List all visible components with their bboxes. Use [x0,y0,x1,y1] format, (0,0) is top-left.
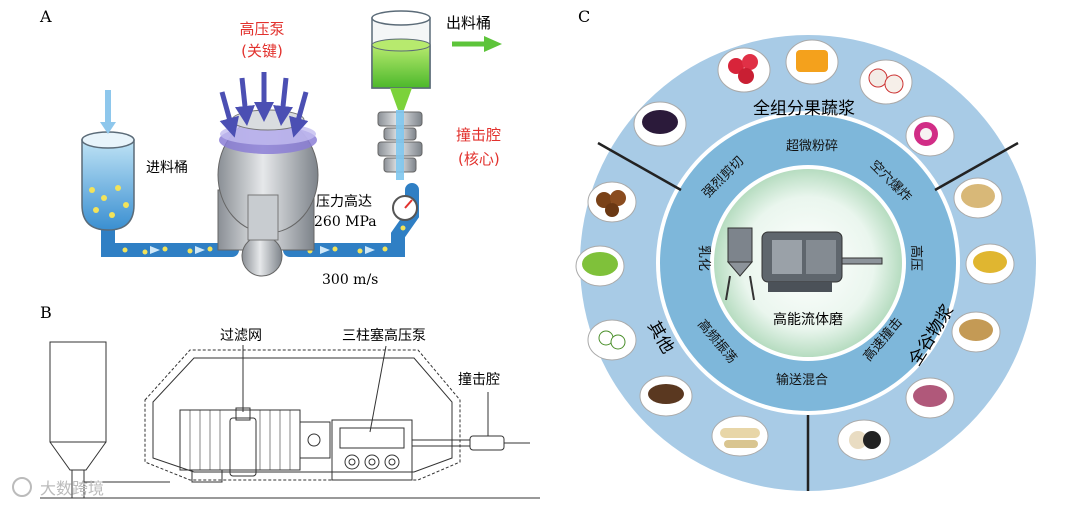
impact-chamber [377,110,423,180]
outlet-label: 出料桶 [446,14,491,32]
watermark: 大数跨境 [12,477,104,498]
filter-label: 过滤网 [220,328,262,344]
watermark-text: 大数跨境 [40,479,104,498]
leader-lines [242,345,489,436]
pressure-gauge-icon [392,195,418,221]
plunger-pump-label: 三柱塞高压泵 [342,327,426,344]
inlet-tank [81,90,135,231]
mechanism-item: 高压 [908,245,924,271]
soybean-bowl-icon [953,177,1003,219]
machine-line-drawing [40,341,540,499]
panel-b: B [40,303,540,499]
pump-title: 高压泵 [239,20,284,38]
pressure-label-2: 260 MPa [314,214,377,230]
dragonfruit-icon [905,115,955,157]
vegetable-plate-icon [575,245,625,287]
pressure-label-1: 压力高达 [316,193,372,210]
chamber-label: 撞击腔 [456,126,501,144]
outlet-arrowhead [484,36,502,52]
sector-top-label: 全组分果蔬浆 [753,99,855,119]
panel-c: C 高能流体磨 超微粉碎 空穴爆炸 高压 [575,7,1036,491]
outlet-tank [371,10,431,110]
speed-label: 300 m/s [322,272,378,288]
sector-dividers [597,141,1019,491]
millet-bowl-icon [965,243,1015,285]
inlet-label: 进料桶 [146,160,188,176]
panel-a: A 进料桶 [39,7,502,288]
core-label: 高能流体磨 [773,311,843,328]
jasmine-plate-icon [587,319,637,361]
sesame-bowl-icon [837,419,891,461]
redbean-bowl-icon [905,377,955,419]
watermark-logo-icon [12,477,32,497]
mechanism-item: 超微粉碎 [786,139,838,154]
chamber-label-b: 撞击腔 [458,372,500,388]
grain-bowl-icon [951,311,1001,353]
yam-plate-icon [711,415,769,457]
mechanism-item: 乳化 [696,245,711,271]
pump-subtitle: (关键) [241,42,283,60]
high-pressure-pump [217,109,319,277]
chamber-subtitle: (核心) [458,150,500,168]
lychee-bowl-icon [717,47,771,93]
panel-c-label: C [578,7,590,26]
food-images [575,39,1015,461]
mulberry-bowl-icon [633,101,687,147]
mango-icon [785,39,839,85]
panel-a-label: A [39,7,52,26]
panel-b-label: B [40,303,52,322]
fluid-mill-icon [725,227,883,301]
pressure-arrows [219,72,309,138]
mushroom-plate-icon [639,375,693,417]
mechanism-item: 输送混合 [776,372,828,388]
chestnut-bowl-icon [587,181,637,223]
longan-bowl-icon [859,59,913,105]
flow-arrows [150,246,375,254]
